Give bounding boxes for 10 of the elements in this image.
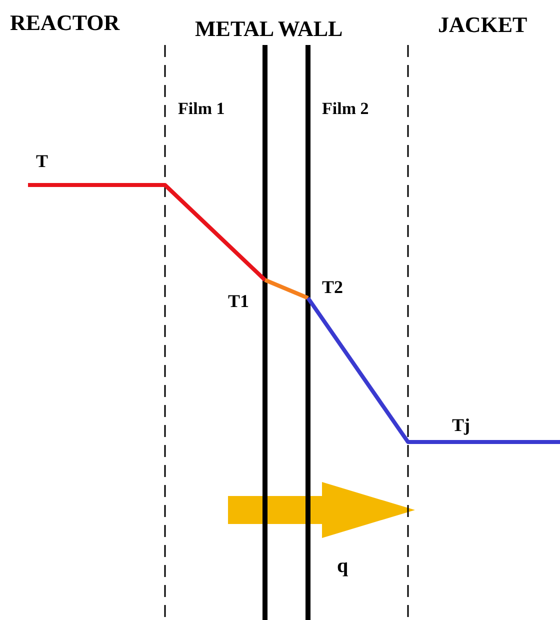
film-label: Film 2	[322, 100, 369, 117]
region-label: JACKET	[438, 14, 528, 36]
temperature-label: Tj	[452, 416, 470, 434]
heat-flow-label: q	[337, 556, 348, 576]
region-label: REACTOR	[10, 12, 120, 34]
region-label: METAL WALL	[195, 18, 343, 40]
temperature-label: T	[36, 152, 48, 170]
temperature-label: T2	[322, 278, 344, 296]
film-label: Film 1	[178, 100, 225, 117]
temperature-label: T1	[228, 292, 250, 310]
